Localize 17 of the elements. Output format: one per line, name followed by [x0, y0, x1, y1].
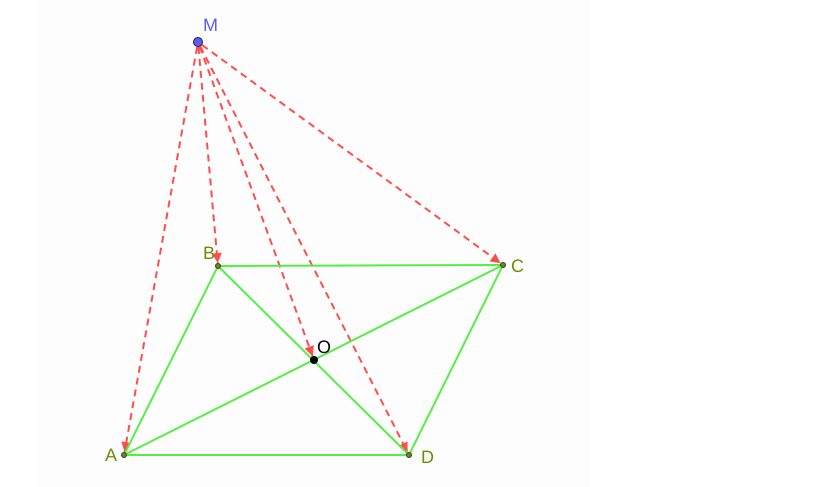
point-label: C	[511, 255, 524, 277]
segment-line	[221, 264, 500, 267]
arrow	[197, 46, 222, 264]
point-label: O	[317, 336, 332, 358]
arrow	[199, 46, 409, 453]
arrow	[198, 46, 314, 357]
point-label: A	[105, 444, 118, 466]
segment-line	[127, 454, 406, 456]
point-label: B	[203, 242, 216, 264]
segment-line	[219, 267, 408, 454]
segment-line	[409, 267, 503, 453]
segment-line	[126, 265, 501, 455]
point-label: M	[203, 14, 218, 36]
point-label: D	[421, 446, 434, 468]
segment-line	[124, 268, 218, 453]
arrow	[121, 46, 198, 452]
arrow	[201, 44, 502, 264]
